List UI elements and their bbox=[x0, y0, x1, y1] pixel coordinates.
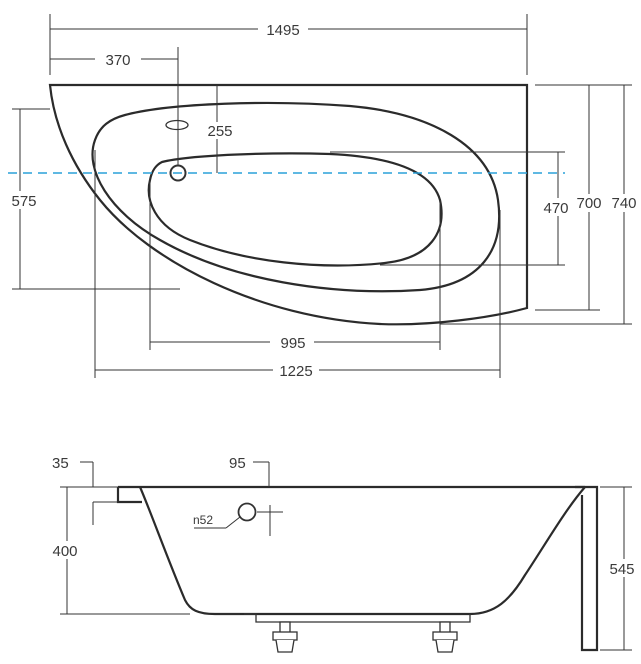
top-view: 1495 370 255 575 470 700 740 bbox=[0, 14, 641, 380]
tub-outer-outline bbox=[48, 83, 529, 326]
right-leg bbox=[432, 621, 458, 653]
side-bottom-plate bbox=[220, 613, 471, 623]
overflow-n52-label: n52 bbox=[193, 513, 213, 527]
dim-995-label: 995 bbox=[280, 335, 305, 352]
drain-circle bbox=[169, 164, 187, 182]
dim-1495-label: 1495 bbox=[266, 22, 299, 39]
dim-370-label: 370 bbox=[105, 52, 130, 69]
dim-700-label: 700 bbox=[576, 195, 601, 212]
side-overflow-circle bbox=[237, 502, 257, 522]
dim-740-label: 740 bbox=[611, 195, 636, 212]
dim-470-label: 470 bbox=[543, 200, 568, 217]
side-view: n52 35 95 400 545 bbox=[48, 455, 641, 653]
dim-95-label: 95 bbox=[229, 455, 246, 472]
dim-255-label: 255 bbox=[207, 123, 232, 140]
dim-35-label: 35 bbox=[52, 455, 69, 472]
dim-400-label: 400 bbox=[52, 543, 77, 560]
basin-bottom-outline bbox=[147, 152, 443, 267]
side-left-rim bbox=[116, 487, 142, 504]
dim-545-label: 545 bbox=[609, 561, 634, 578]
dim-575-label: 575 bbox=[11, 193, 36, 210]
left-leg bbox=[272, 621, 298, 653]
overflow-oval bbox=[165, 119, 189, 131]
side-right-apron bbox=[575, 485, 599, 652]
n52-leader-diagonal bbox=[225, 516, 241, 529]
dim-1225-label: 1225 bbox=[279, 363, 312, 380]
tub-inner-outline bbox=[91, 101, 501, 293]
side-basin-profile bbox=[138, 486, 586, 616]
